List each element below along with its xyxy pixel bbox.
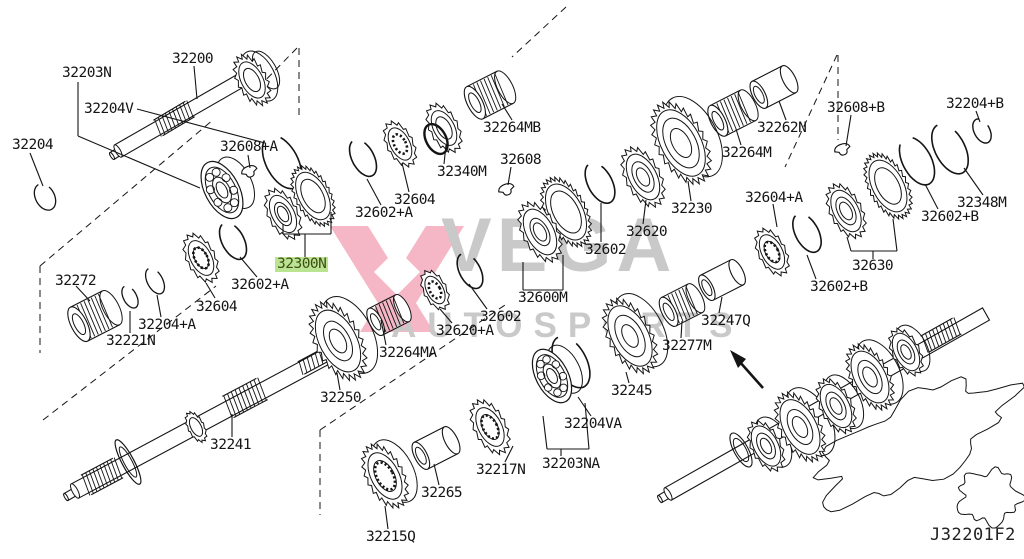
part-label: 32200 bbox=[172, 51, 214, 67]
part-label: 32620 bbox=[626, 224, 668, 240]
part-label: 32602+B bbox=[810, 279, 868, 295]
part-label-highlighted[interactable]: 32300N bbox=[275, 256, 329, 273]
part-label: 32602+B bbox=[921, 209, 979, 225]
part-label: 32221N bbox=[106, 333, 156, 349]
part-label: 32230 bbox=[671, 201, 713, 217]
part-label: 32602 bbox=[480, 309, 522, 325]
part-label: 32604 bbox=[394, 192, 436, 208]
part-label: 32620+A bbox=[436, 323, 494, 339]
part-label: 32602+A bbox=[231, 277, 289, 293]
part-label: 32265 bbox=[421, 485, 463, 501]
part-label: 32204+A bbox=[138, 317, 196, 333]
part-label: 32348M bbox=[957, 195, 1007, 211]
part-label: 32262N bbox=[757, 120, 807, 136]
part-label: 32608 bbox=[500, 152, 542, 168]
part-label: 32600M bbox=[518, 290, 568, 306]
part-label: 32204V bbox=[84, 101, 134, 117]
part-label: 32608+A bbox=[220, 139, 278, 155]
part-label: 32203NA bbox=[542, 456, 600, 472]
part-label: 32204+B bbox=[946, 96, 1004, 112]
part-label: 32264M bbox=[722, 145, 772, 161]
part-label: 32277M bbox=[662, 338, 712, 354]
diagram-code: J32201F2 bbox=[930, 525, 1016, 545]
part-label: 32602+A bbox=[355, 205, 413, 221]
part-label: 32203N bbox=[62, 65, 112, 81]
part-label: 32250 bbox=[320, 390, 362, 406]
part-label: 32241 bbox=[210, 437, 252, 453]
diagram-linework bbox=[29, 6, 1024, 530]
part-label: 32272 bbox=[55, 273, 97, 289]
part-label: 32264MA bbox=[379, 345, 437, 361]
part-label: 32630 bbox=[852, 258, 894, 274]
part-label: 32602 bbox=[585, 242, 627, 258]
part-label: 32264MB bbox=[483, 120, 541, 136]
part-label: 32247Q bbox=[701, 313, 751, 329]
part-label: 32608+B bbox=[827, 100, 885, 116]
part-label: 32604+A bbox=[745, 190, 803, 206]
part-label: 32245 bbox=[611, 383, 653, 399]
part-label: 32604 bbox=[196, 299, 238, 315]
part-label: 32204 bbox=[12, 137, 54, 153]
part-label: 32340M bbox=[437, 164, 487, 180]
part-label: 32215Q bbox=[366, 529, 416, 545]
part-label: 32204VA bbox=[564, 416, 622, 432]
vega-logo-diamond bbox=[374, 249, 420, 295]
part-label: 32217N bbox=[476, 462, 526, 478]
